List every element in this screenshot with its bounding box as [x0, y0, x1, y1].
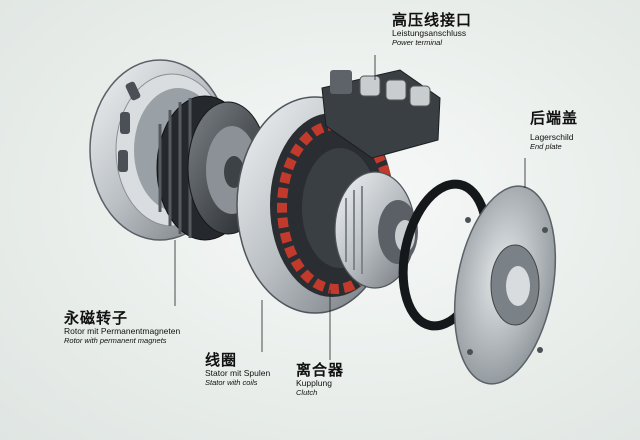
- permanent-magnet-rotor: [156, 95, 269, 241]
- clutch-de: Kupplung: [296, 378, 332, 389]
- label-clutch: 离合器 Kupplung Clutch: [296, 361, 345, 398]
- leader-lines: [174, 55, 526, 360]
- end-plate-de: Lagerschild: [530, 132, 574, 143]
- stator-de: Stator mit Spulen: [205, 368, 271, 379]
- label-end-plate: 后端盖 Lagerschild End plate: [530, 109, 579, 152]
- clutch-en: Clutch: [296, 388, 318, 398]
- power-terminal-de: Leistungsanschluss: [392, 28, 467, 39]
- stator-zh: 线圈: [205, 351, 238, 369]
- power-terminal-en: Power terminal: [392, 38, 443, 48]
- end-plate-zh: 后端盖: [530, 109, 579, 127]
- label-power-terminal: 高压线接口 Leistungsanschluss Power terminal: [392, 11, 473, 48]
- rotor-zh: 永磁转子: [64, 309, 129, 327]
- power-terminal-zh: 高压线接口: [392, 11, 473, 29]
- end-plate: [453, 185, 557, 385]
- end-plate-en: End plate: [530, 142, 562, 152]
- power-terminal-block: [321, 69, 441, 159]
- stator-en: Stator with coils: [205, 378, 258, 388]
- rotor-en: Rotor with permanent magnets: [64, 336, 167, 346]
- label-stator: 线圈 Stator mit Spulen Stator with coils: [205, 351, 271, 388]
- clutch-zh: 离合器: [296, 361, 345, 379]
- rotor-de: Rotor mit Permanentmagneten: [64, 326, 181, 337]
- label-rotor: 永磁转子 Rotor mit Permanentmagneten Rotor w…: [64, 309, 181, 346]
